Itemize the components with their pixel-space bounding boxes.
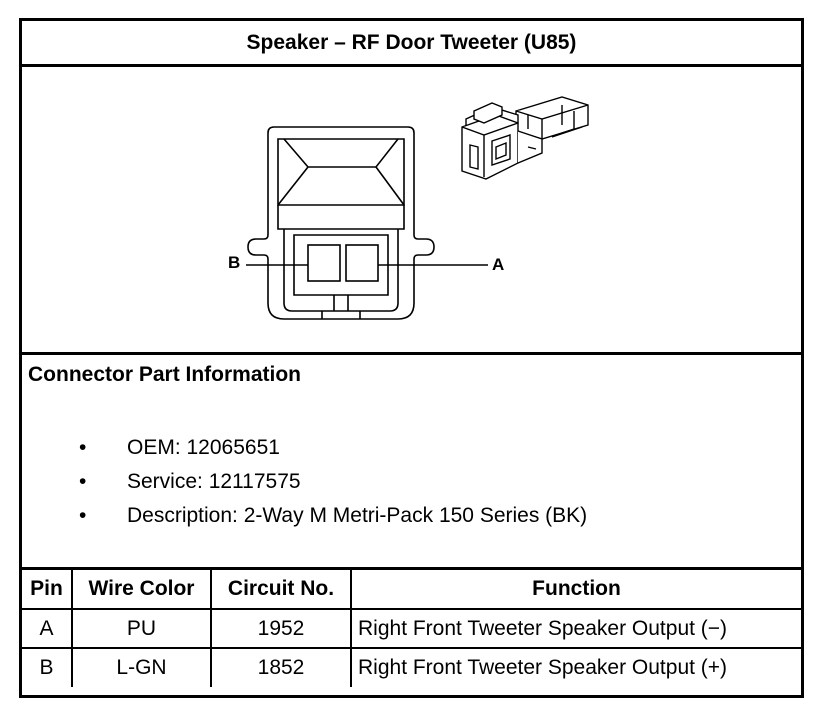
cell-function: Right Front Tweeter Speaker Output (−) bbox=[350, 608, 801, 649]
bullet: • bbox=[79, 504, 87, 527]
table-header-row: Pin Wire Color Circuit No. Function bbox=[22, 570, 801, 610]
cell-wire-color: L-GN bbox=[71, 647, 212, 687]
pin-cavity-b bbox=[307, 244, 341, 282]
bullet: • bbox=[79, 436, 87, 459]
column-header-circuit: Circuit No. bbox=[210, 570, 352, 610]
connector-face-view bbox=[247, 126, 435, 320]
pin-cavity-a bbox=[345, 244, 379, 282]
list-item: • Service: 12117575 bbox=[77, 465, 587, 499]
pin-label-b: B bbox=[228, 253, 241, 272]
pinout-table: Pin Wire Color Circuit No. Function A PU… bbox=[22, 570, 801, 687]
bullet: • bbox=[79, 470, 87, 493]
oem-part-number: OEM: 12065651 bbox=[127, 436, 280, 459]
cell-wire-color: PU bbox=[71, 608, 212, 649]
table-row: B L-GN 1852 Right Front Tweeter Speaker … bbox=[22, 647, 801, 687]
connector-figure: B A bbox=[22, 67, 801, 355]
cell-pin: A bbox=[22, 608, 73, 649]
service-part-number: Service: 12117575 bbox=[127, 470, 301, 493]
pin-label-a: A bbox=[492, 255, 505, 274]
document-frame: Speaker – RF Door Tweeter (U85) bbox=[19, 18, 804, 698]
table-row: A PU 1952 Right Front Tweeter Speaker Ou… bbox=[22, 608, 801, 649]
cell-circuit: 1852 bbox=[210, 647, 352, 687]
part-info-list: • OEM: 12065651 • Service: 12117575 • De… bbox=[77, 431, 587, 533]
section-heading: Connector Part Information bbox=[28, 363, 302, 386]
column-header-function: Function bbox=[350, 570, 801, 610]
cell-circuit: 1952 bbox=[210, 608, 352, 649]
list-item: • Description: 2-Way M Metri-Pack 150 Se… bbox=[77, 499, 587, 533]
cell-function: Right Front Tweeter Speaker Output (+) bbox=[350, 647, 801, 687]
list-item: • OEM: 12065651 bbox=[77, 431, 587, 465]
cell-pin: B bbox=[22, 647, 73, 687]
connector-face-drawing bbox=[246, 96, 589, 320]
connector-part-info: Connector Part Information • OEM: 120656… bbox=[22, 355, 801, 570]
connector-isometric-view bbox=[461, 96, 589, 180]
column-header-wire-color: Wire Color bbox=[71, 570, 212, 610]
page-title: Speaker – RF Door Tweeter (U85) bbox=[22, 21, 801, 67]
connector-description: Description: 2-Way M Metri-Pack 150 Seri… bbox=[127, 504, 588, 527]
column-header-pin: Pin bbox=[22, 570, 73, 610]
